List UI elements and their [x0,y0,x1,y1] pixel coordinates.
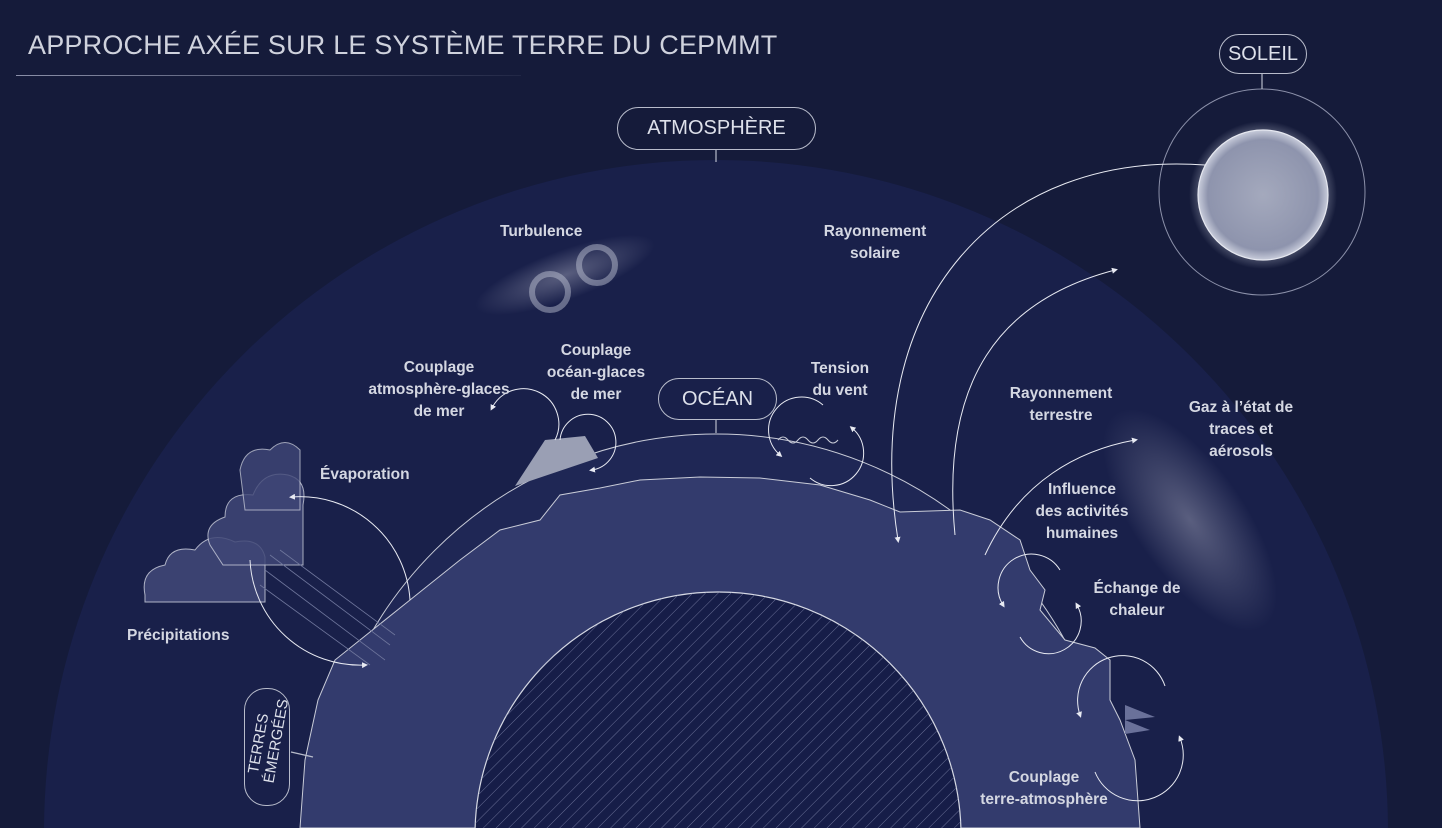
evaporation-arrow [289,493,411,601]
earth-core [474,591,962,828]
rain-lines [259,549,396,666]
wind-arrow-1 [768,396,824,457]
clouds [143,442,305,603]
land-atm-arrow-1 [1076,655,1166,718]
ocean-ice-arrow [559,413,617,473]
atm-ice-arrow [490,388,560,441]
evaporation-label: Évaporation [320,466,410,483]
aerosol-cloud [1102,408,1278,632]
human-influence-arrow [984,437,1138,556]
land-atm-arrow-2 [1094,735,1184,802]
process-arrows [249,163,1206,802]
land-label-pill [244,688,290,806]
heat-arrow-2 [1019,602,1082,655]
turbulence-label: Turbulence [500,223,583,240]
precipitation-label: Précipitations [127,627,230,644]
heat-arrow-1 [997,553,1061,608]
terrestrial-radiation-arrow [952,267,1118,536]
sun-label: SOLEIL [1219,34,1307,74]
trees [1125,705,1155,734]
ocean-label: OCÉAN [658,378,777,420]
atmosphere-label: ATMOSPHÈRE [617,107,816,150]
wind-waves [777,436,839,444]
solar-radiation-arrow [891,163,1206,543]
sea-ice [515,436,598,486]
page-title: APPROCHE AXÉE SUR LE SYSTÈME TERRE DU CE… [28,30,778,60]
turbulence-swirl [475,234,655,316]
precipitation-arrow [249,559,368,669]
wind-arrow-2 [809,426,865,487]
sun [1158,74,1366,296]
title-divider [16,75,521,76]
